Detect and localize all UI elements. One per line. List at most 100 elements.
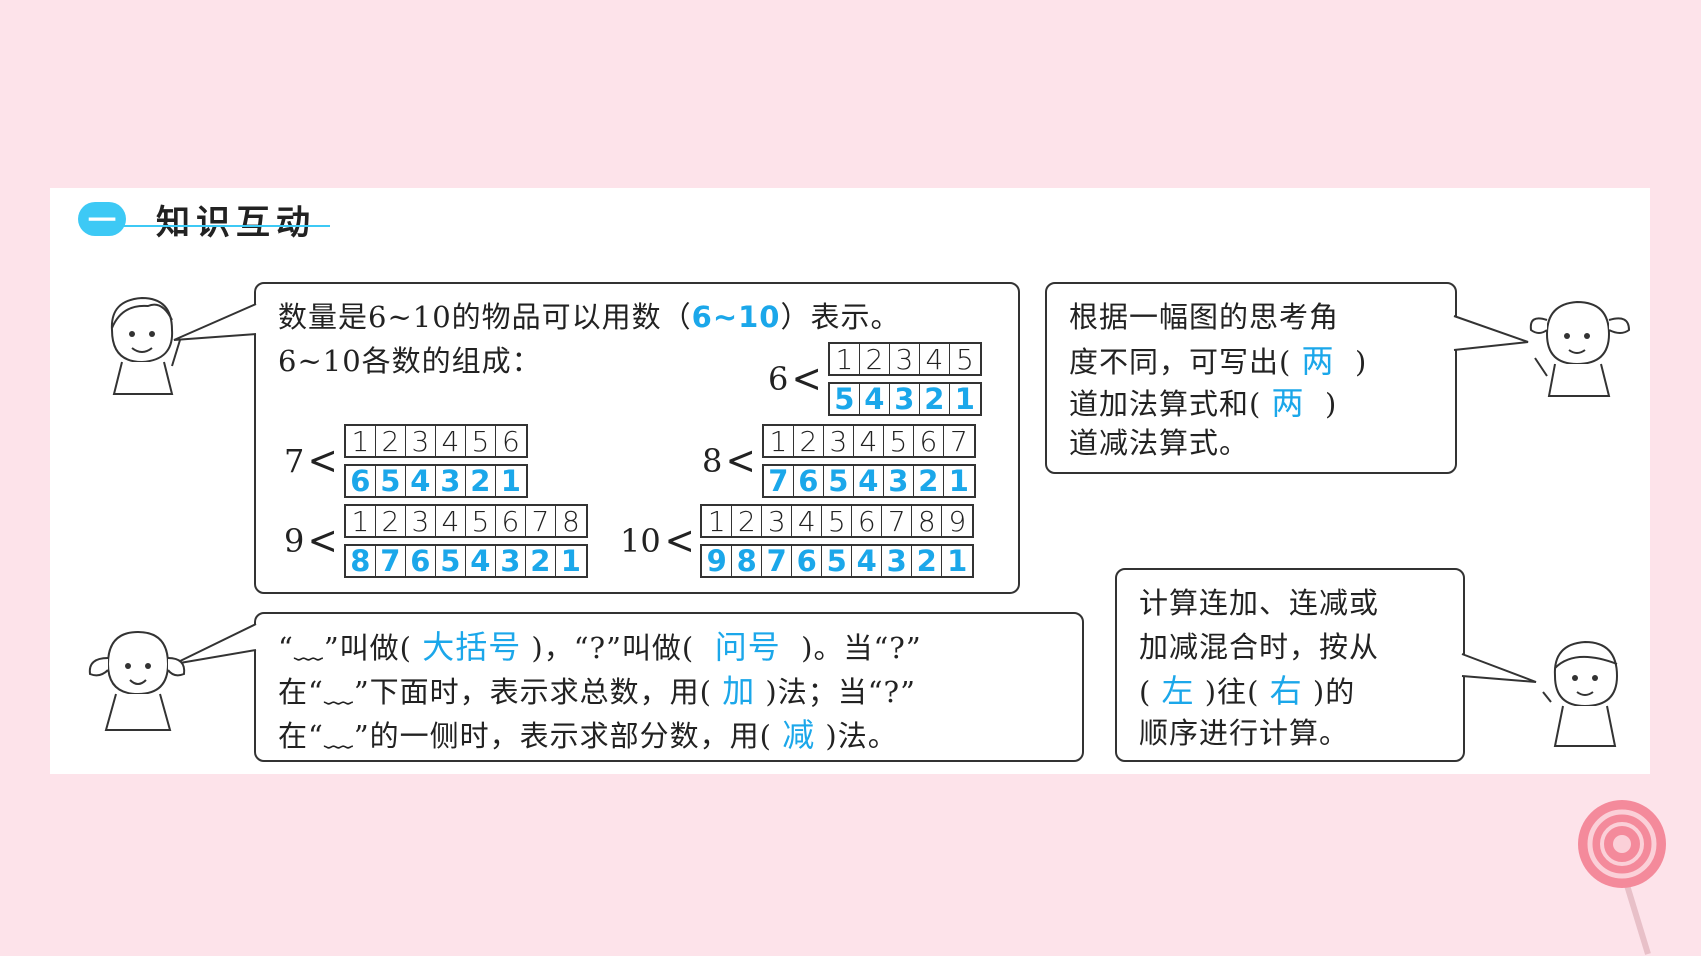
number-cell: 8: [561, 504, 580, 538]
bubble-multiple-equations: 根据一幅图的思考角 度不同，可写出( 两 ) 道加法算式和( 两 ) 道减法算式…: [1045, 282, 1457, 474]
number-cell: 2: [794, 425, 824, 458]
text: ): [1325, 387, 1338, 421]
answer-cell: 5: [376, 464, 406, 498]
text-line-1: 计算连加、连减或: [1139, 586, 1380, 620]
number-cell: 1: [346, 505, 376, 538]
answer-cell: 7: [762, 544, 793, 578]
number-cell: 3: [406, 425, 436, 458]
answer-cell: 8: [732, 544, 763, 578]
split-bracket: <: [308, 438, 339, 484]
answer-add: 加: [722, 672, 756, 710]
text-line-4: 顺序进行计算。: [1139, 716, 1350, 750]
section-header: 一 知识互动: [78, 202, 316, 243]
answer-cell: 6: [794, 464, 824, 498]
text: )法；当“?”: [765, 675, 916, 709]
answer-cell: 3: [436, 464, 466, 498]
text-line-2: 度不同，可写出( 两 ): [1069, 336, 1367, 382]
number-cell: 8: [912, 505, 943, 538]
number-cell: 6: [914, 425, 944, 458]
number-cell: 3: [890, 343, 920, 376]
answer-cell: 1: [948, 464, 969, 498]
text: )的: [1312, 675, 1356, 709]
boy-pointing-icon: [110, 296, 181, 395]
quantity-line: 数量是6~10的物品可以用数（6~10）表示。: [278, 294, 901, 336]
boy-thinking-icon: [1542, 640, 1619, 747]
answer-cell: 9: [702, 544, 733, 578]
text-line-3: ( 左 )往( 右 )的: [1139, 666, 1355, 712]
text: 度不同，可写出(: [1069, 345, 1292, 379]
number-cell: 7: [882, 505, 913, 538]
answer-cell: 1: [560, 544, 581, 578]
answer-left: 左: [1161, 672, 1195, 710]
number-cell: 1: [346, 425, 376, 458]
answer-cell: 6: [406, 544, 436, 578]
answer-cell: 1: [954, 382, 975, 416]
answer-cell: 2: [526, 544, 556, 578]
answer-cell: 4: [466, 544, 496, 578]
answer-cell: 7: [376, 544, 406, 578]
answer-cell: 1: [500, 464, 521, 498]
composition-number: 8: [702, 442, 723, 480]
girl-pigtails-icon: [88, 630, 186, 731]
text-line-2: 在“﹏”下面时，表示求总数，用( 加 )法；当“?”: [278, 666, 916, 712]
answer-cell: 4: [854, 464, 884, 498]
composition-heading: 6~10各数的组成：: [278, 344, 542, 378]
number-cell: 6: [501, 424, 520, 458]
number-cell: 5: [955, 342, 974, 376]
text: 在“﹏”的一侧时，表示求部分数，用(: [278, 719, 772, 753]
number-cell: 7: [949, 424, 968, 458]
number-cell: 5: [884, 425, 914, 458]
answer-cell: 2: [912, 544, 943, 578]
number-cell: 3: [406, 505, 436, 538]
number-cell: 2: [732, 505, 763, 538]
number-cell: 5: [822, 505, 853, 538]
number-cell: 2: [376, 425, 406, 458]
composition-number: 9: [284, 522, 305, 560]
girl-waving-icon: [1529, 300, 1631, 397]
section-title: 知识互动: [156, 202, 316, 243]
split-bracket: <: [308, 518, 339, 564]
answer-cell: 3: [882, 544, 913, 578]
answer-cell: 1: [947, 544, 968, 578]
answer-cell: 8: [346, 544, 376, 578]
answer-cell: 5: [822, 544, 853, 578]
text-line-4: 道减法算式。: [1069, 426, 1250, 460]
text: 在“﹏”下面时，表示求总数，用(: [278, 675, 712, 709]
number-cell: 4: [436, 505, 466, 538]
answer-question-mark: 问号: [714, 628, 781, 666]
section-number-badge: 一: [78, 202, 126, 237]
text: 道加法算式和(: [1069, 387, 1262, 421]
number-cell: 5: [466, 505, 496, 538]
text: (: [1139, 675, 1152, 709]
composition-number: 10: [620, 522, 661, 560]
answer-cell: 4: [852, 544, 883, 578]
answer-right: 右: [1269, 672, 1303, 710]
lollipop-icon: [1578, 800, 1666, 955]
number-cell: 1: [830, 343, 860, 376]
answer-cell: 7: [764, 464, 794, 498]
answer-cell: 2: [466, 464, 496, 498]
text: )法。: [825, 719, 898, 753]
answer-subtract: 减: [782, 716, 816, 754]
bubble-number-composition: 数量是6~10的物品可以用数（6~10）表示。 6~10各数的组成：: [254, 282, 1020, 594]
text: )往(: [1204, 675, 1260, 709]
number-cell: 6: [496, 505, 526, 538]
split-bracket: <: [792, 356, 823, 402]
answer-cell: 5: [824, 464, 854, 498]
text: )。当“?”: [801, 631, 922, 665]
number-cell: 3: [824, 425, 854, 458]
number-cell: 2: [376, 505, 406, 538]
answer-cell: 2: [914, 464, 944, 498]
